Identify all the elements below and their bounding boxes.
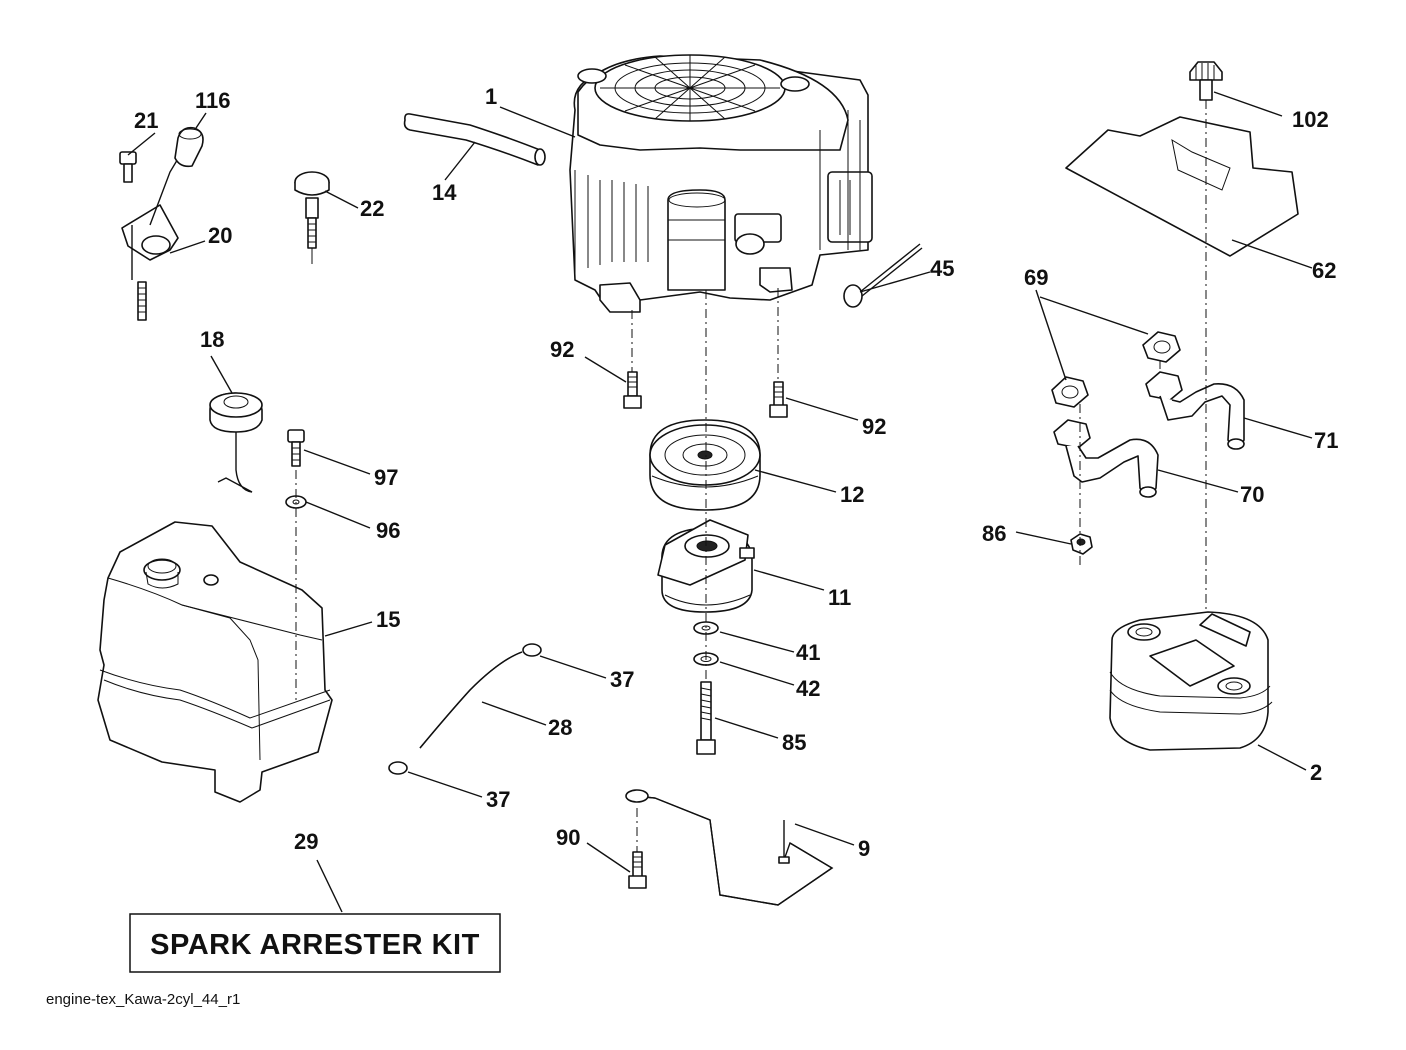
callout-11: 11	[828, 585, 851, 610]
callout-92-right: 92	[862, 414, 886, 439]
callout-21: 21	[134, 108, 158, 133]
callout-116: 116	[195, 88, 231, 113]
diagram-footer-id: engine-tex_Kawa-2cyl_44_r1	[46, 991, 240, 1008]
callout-18: 18	[200, 327, 224, 352]
assembly-lines	[295, 100, 1207, 852]
callout-37-top: 37	[610, 667, 634, 692]
throttle-part-20	[121, 151, 183, 321]
spark-arrester-kit-label: SPARK ARRESTER KIT	[150, 929, 480, 961]
callout-9: 9	[858, 836, 870, 861]
callout-92-left: 92	[550, 337, 574, 362]
callout-96: 96	[376, 518, 400, 543]
callout-42: 42	[796, 676, 820, 701]
callout-41: 41	[796, 640, 820, 665]
callout-102: 102	[1292, 107, 1329, 132]
dipstick-part-45	[843, 243, 923, 308]
callout-85: 85	[782, 730, 806, 755]
screw-part-97	[287, 429, 305, 467]
shield-part-62	[1065, 116, 1299, 257]
bracket-part-9	[625, 789, 834, 906]
callout-1: 1	[485, 84, 497, 109]
leader-lines	[127, 91, 1313, 913]
callout-37-bottom: 37	[486, 787, 510, 812]
callout-labels: 1 14 45 92 92 12 11 41 42 85 9 90 21 116…	[134, 84, 1338, 861]
clutch-part-11	[657, 519, 755, 613]
callout-62: 62	[1312, 258, 1336, 283]
muffler-part-2	[1109, 611, 1273, 751]
clamp-part-37-top	[522, 643, 542, 657]
pipe-part-70	[1053, 419, 1159, 498]
bolt-part-92-left	[623, 371, 642, 409]
gasket-part-69-left	[1051, 376, 1089, 408]
callout-70: 70	[1240, 482, 1264, 507]
pulley-part-12	[649, 419, 761, 511]
hose-part-14	[403, 113, 546, 166]
callout-29: 29	[294, 829, 318, 854]
callout-12: 12	[840, 482, 864, 507]
callout-15: 15	[376, 607, 400, 632]
pipe-part-71	[1145, 371, 1245, 450]
bolt-part-85	[696, 681, 716, 755]
callout-20: 20	[208, 223, 232, 248]
bolt-part-92-right	[769, 381, 788, 418]
screw-part-21	[119, 151, 137, 183]
fuel-tank-part-15	[97, 521, 333, 803]
spark-arrester-kit: SPARK ARRESTER KIT	[129, 913, 501, 973]
callout-28: 28	[548, 715, 572, 740]
fuel-cap-part-18	[209, 392, 263, 493]
clamp-part-37-bottom	[388, 761, 408, 775]
gasket-part-69-right	[1142, 331, 1181, 363]
callout-90: 90	[556, 825, 580, 850]
cap-part-102	[1189, 61, 1223, 101]
bolt-part-90	[628, 851, 647, 889]
callout-71: 71	[1314, 428, 1338, 453]
callout-45: 45	[930, 256, 954, 281]
callout-69: 69	[1024, 265, 1048, 290]
callout-2: 2	[1310, 760, 1322, 785]
fuel-line-part-28	[419, 651, 523, 749]
nut-part-86	[1070, 533, 1093, 555]
engine-part-1	[569, 54, 873, 313]
knob-part-116	[174, 126, 204, 168]
callout-97: 97	[374, 465, 398, 490]
callout-86: 86	[982, 521, 1006, 546]
callout-22: 22	[360, 196, 384, 221]
choke-part-22	[294, 171, 330, 264]
callout-14: 14	[432, 180, 457, 205]
